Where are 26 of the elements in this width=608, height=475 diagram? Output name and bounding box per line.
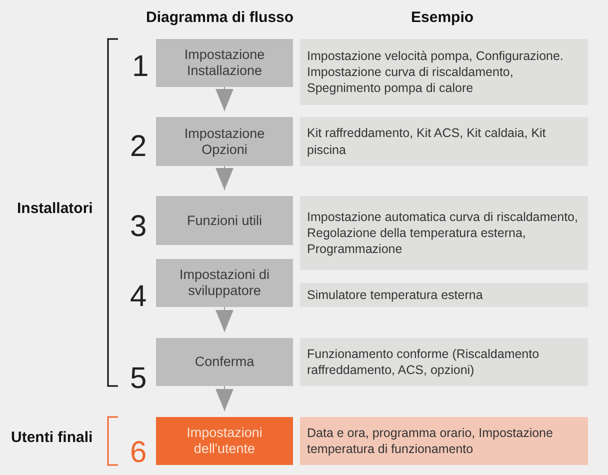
column-header: Esempio xyxy=(411,9,474,26)
step-number: 4 xyxy=(130,280,147,314)
step-number: 5 xyxy=(130,362,147,396)
arrow xyxy=(216,386,234,412)
arrow xyxy=(216,166,234,190)
example-box: Impostazione automatica curva di riscaldamento, Regolazione della temperatura esterna, Programmazione xyxy=(300,196,588,270)
example-box: Funzionamento conforme (Riscaldamento raffreddamento, ACS, opzioni) xyxy=(300,338,588,386)
process-box: Conferma xyxy=(156,338,293,386)
example-box: Simulatore temperatura esterna xyxy=(300,283,588,307)
step-number: 2 xyxy=(130,130,147,164)
process-box: Impostazione Installazione xyxy=(156,39,293,87)
process-box: Impostazioni dell'utente xyxy=(156,417,293,465)
arrow xyxy=(216,306,234,332)
example-box: Kit raffreddamento, Kit ACS, Kit caldaia, Kit piscina xyxy=(300,117,588,166)
group-label: Utenti finali xyxy=(11,429,93,446)
example-box: Impostazione velocità pompa, Configurazione. Impostazione curva di riscaldamento, Spegnimento pompa di calore xyxy=(300,39,588,105)
example-box: Data e ora, programma orario, Impostazione temperatura di funzionamento xyxy=(300,417,588,465)
process-box: Funzioni utili xyxy=(156,196,293,245)
arrow xyxy=(216,86,234,112)
step-number: 6 xyxy=(130,436,147,470)
column-header: Diagramma di flusso xyxy=(146,9,294,26)
group-label: Installatori xyxy=(17,200,93,217)
step-number: 3 xyxy=(130,210,147,244)
process-box: Impostazioni di sviluppatore xyxy=(156,259,293,307)
process-box: Impostazione Opzioni xyxy=(156,117,293,166)
step-number: 1 xyxy=(132,50,149,84)
